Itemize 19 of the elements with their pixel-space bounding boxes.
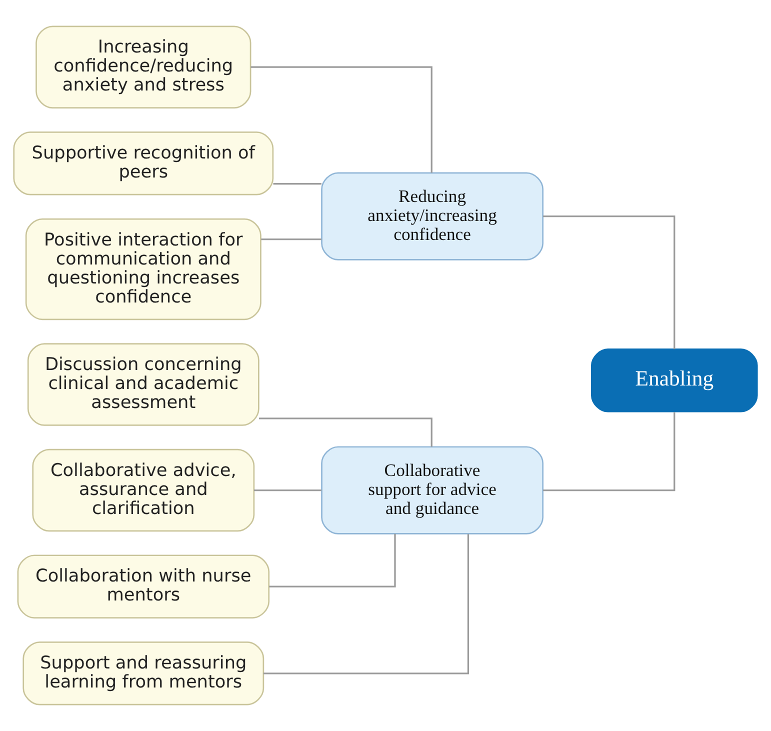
node-box: Supportive recognition of peers [13, 132, 274, 196]
connector [258, 418, 432, 447]
connector [263, 534, 470, 674]
node-box: Collaborative support for advice and guidance [321, 446, 544, 534]
connector [254, 489, 322, 492]
connector [543, 216, 676, 350]
connector [543, 412, 676, 492]
connector [273, 182, 322, 185]
connector [269, 534, 396, 588]
node-box: Enabling [590, 348, 758, 412]
node-box: Reducing anxiety/increasing confidence [321, 172, 544, 260]
connector [250, 66, 432, 173]
node-box: Support and reassuring learning from mentors [22, 642, 264, 706]
node-box: Discussion concerning clinical and academic assessment [27, 343, 260, 426]
connector [261, 238, 322, 240]
node-box: Positive interaction for communication and questioning increases confidence [25, 218, 262, 320]
node-box: Collaboration with nurse mentors [17, 554, 270, 618]
node-box: Increasing confidence/reducing anxiety and stress [36, 26, 252, 108]
node-box: Collaborative advice, assurance and clarification [32, 448, 255, 532]
